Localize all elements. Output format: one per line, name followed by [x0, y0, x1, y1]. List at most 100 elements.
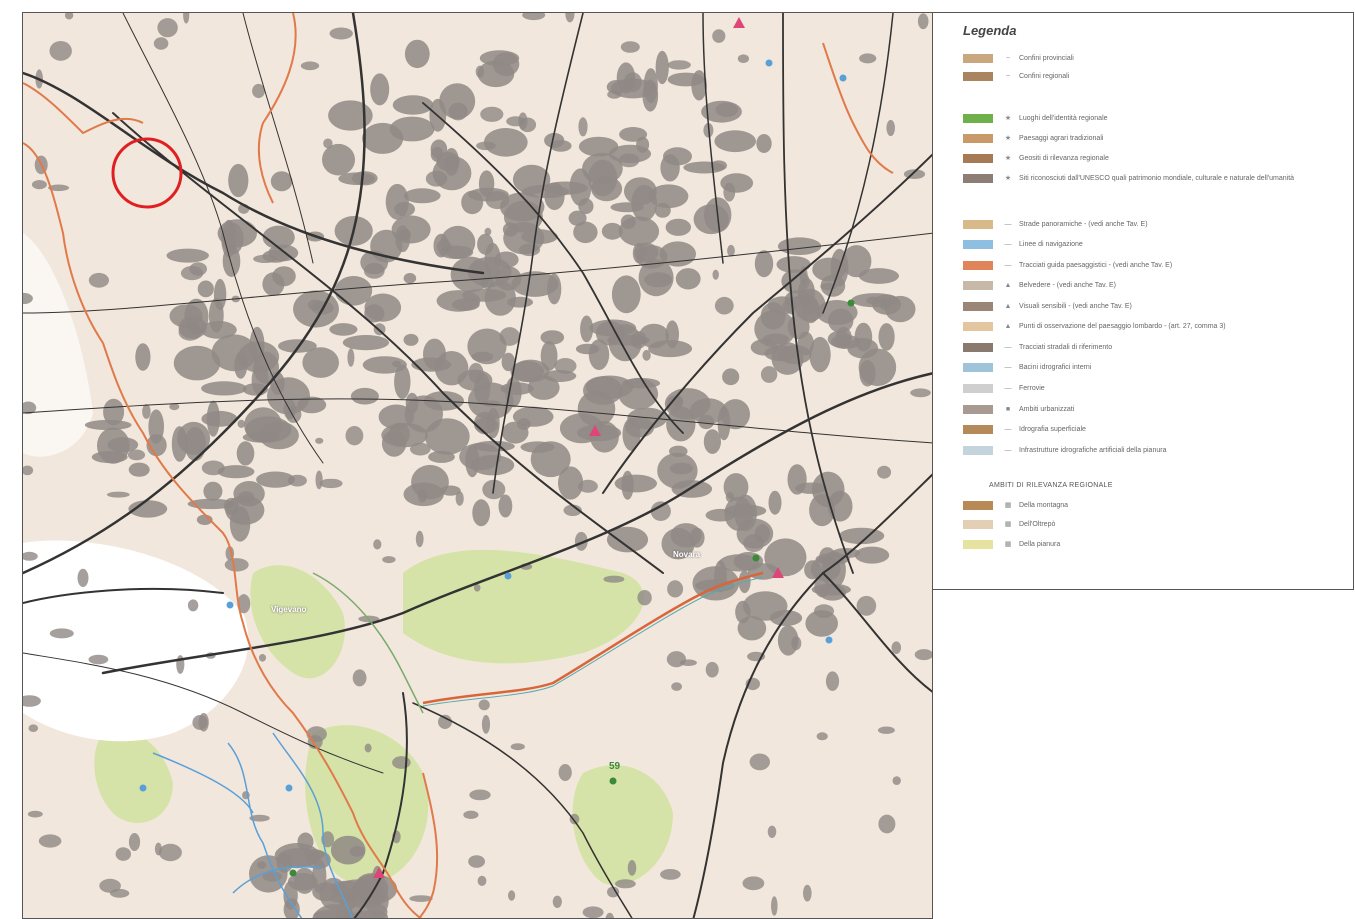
- urban-patch: [877, 465, 892, 479]
- urban-patch: [787, 464, 807, 495]
- urban-patch: [495, 266, 522, 291]
- urban-patch: [661, 528, 695, 560]
- urban-patch: [99, 878, 121, 893]
- urban-patch: [512, 406, 554, 427]
- map-markers: [139, 17, 855, 878]
- urban-patch: [423, 338, 446, 370]
- urban-patch: [436, 239, 452, 254]
- urban-patch: [329, 323, 358, 336]
- legend-swatch: [963, 301, 993, 311]
- urban-patch: [644, 272, 673, 288]
- urban-patch: [762, 333, 789, 345]
- legend-symbol-icon: ▲: [1004, 302, 1012, 310]
- urban-patch: [349, 846, 365, 857]
- urban-patch: [878, 323, 895, 351]
- urban-patch: [157, 18, 178, 38]
- urban-patch: [665, 218, 691, 236]
- urban-patch: [477, 875, 487, 887]
- legend-label: Ferrovie: [1019, 384, 1045, 392]
- urban-patch: [723, 182, 736, 202]
- urban-patch: [485, 191, 510, 210]
- legend-item: ▲ Belvedere - (vedi anche Tav. E): [963, 278, 1116, 292]
- urban-patch: [405, 392, 419, 414]
- urban-patch: [622, 378, 661, 389]
- urban-patch: [462, 288, 507, 302]
- urban-patch: [328, 100, 373, 131]
- urban-patch: [403, 333, 419, 346]
- urban-patch: [398, 229, 411, 241]
- urban-patch: [712, 29, 726, 43]
- legend-swatch: [963, 280, 993, 290]
- legend-symbol-icon: ~: [1005, 54, 1011, 62]
- urban-patch: [607, 886, 620, 898]
- urban-patch: [657, 452, 698, 489]
- urban-patch: [705, 661, 719, 678]
- urban-patch: [588, 159, 618, 197]
- urban-patch: [257, 861, 267, 869]
- urban-patch: [64, 13, 74, 20]
- legend-symbol-icon: ★: [1004, 115, 1012, 122]
- urban-patch: [262, 272, 285, 296]
- legend-item: — Tracciati stradali di riferimento: [963, 340, 1112, 354]
- legend-label: Linee di navigazione: [1019, 240, 1083, 248]
- urban-patch: [319, 478, 343, 489]
- urban-patch: [410, 442, 431, 456]
- urban-patch: [338, 172, 375, 185]
- urban-patch: [565, 13, 575, 23]
- legend-swatch: [963, 113, 993, 123]
- urban-patch: [714, 130, 756, 153]
- urban-patch: [554, 358, 577, 374]
- urban-patch: [540, 341, 558, 371]
- urban-patch: [106, 491, 130, 498]
- urban-patch: [283, 898, 300, 918]
- urban-patch: [610, 202, 644, 213]
- legend-swatch: [963, 219, 993, 229]
- urban-patch: [518, 243, 541, 257]
- legend-item: ▦ Della montagna: [963, 498, 1068, 512]
- point-marker-icon: [609, 777, 617, 785]
- urban-patch: [236, 441, 255, 466]
- map-canvas[interactable]: [23, 13, 933, 919]
- urban-patch: [469, 789, 491, 801]
- urban-patch: [573, 221, 598, 244]
- urban-patch: [223, 497, 239, 515]
- urban-patch: [334, 879, 381, 901]
- urban-patch: [854, 546, 890, 564]
- point-marker-icon: [289, 869, 297, 877]
- urban-patch: [611, 275, 641, 314]
- urban-patch: [476, 141, 496, 151]
- urban-patch: [737, 54, 750, 63]
- urban-patch: [451, 298, 480, 311]
- point-marker-icon: [765, 59, 773, 67]
- legend-section-title: AMBITI DI RILEVANZA REGIONALE: [989, 482, 1113, 489]
- urban-patch: [48, 184, 70, 192]
- urban-patch: [636, 136, 650, 153]
- urban-patch: [701, 100, 742, 123]
- urban-patch: [483, 128, 528, 157]
- urban-patch: [494, 251, 519, 268]
- urban-patch: [614, 474, 657, 493]
- urban-patch: [278, 339, 317, 353]
- urban-patch: [287, 474, 307, 487]
- urban-patch: [804, 560, 822, 580]
- urban-patch: [389, 116, 435, 142]
- urban-patch: [409, 895, 433, 902]
- map-panel[interactable]: Novara Vigevano 59: [22, 12, 933, 919]
- urban-patch: [77, 568, 89, 588]
- urban-patch: [23, 695, 41, 707]
- urban-patch: [352, 669, 367, 687]
- urban-patch: [511, 359, 550, 383]
- urban-patch: [258, 654, 267, 662]
- belvedere-icon: [772, 567, 784, 578]
- legend-swatch: [963, 239, 993, 249]
- urban-patch: [217, 465, 255, 479]
- urban-patch: [417, 489, 427, 503]
- urban-patch: [760, 366, 778, 383]
- urban-patch: [830, 334, 861, 349]
- urban-patch: [607, 90, 622, 99]
- urban-patch: [689, 398, 727, 424]
- urban-patch: [712, 269, 719, 280]
- urban-patch: [415, 530, 424, 548]
- urban-patch: [623, 72, 642, 92]
- legend-label: Bacini idrografici interni: [1019, 363, 1092, 371]
